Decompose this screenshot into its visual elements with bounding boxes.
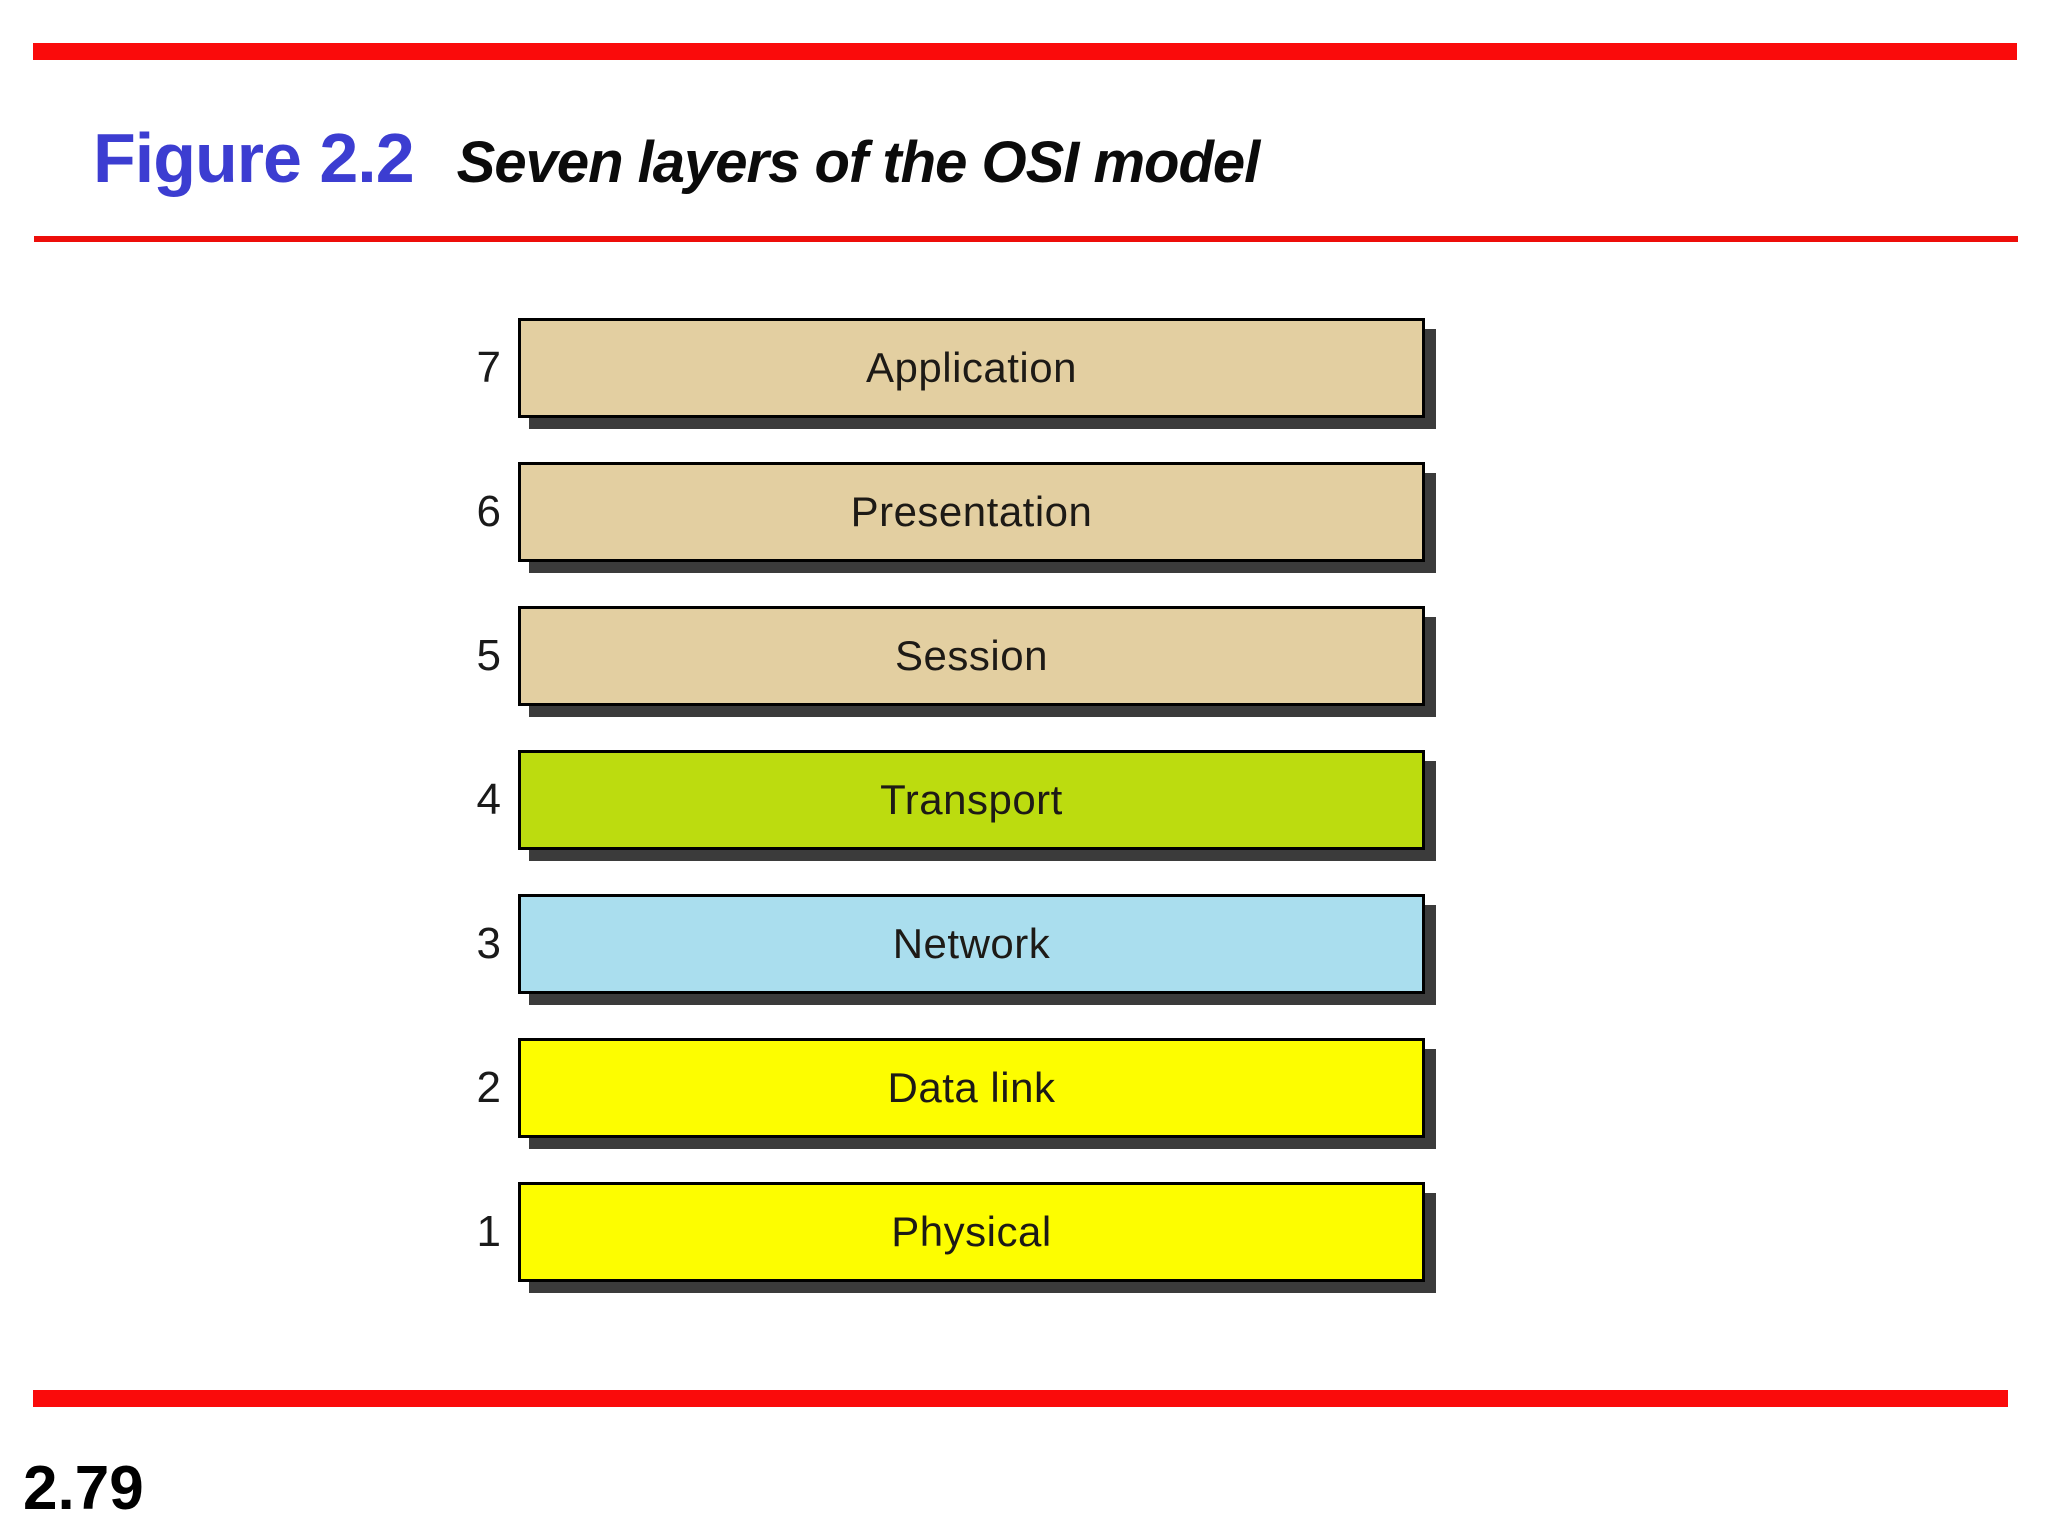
layer-box-application: Application <box>518 318 1425 418</box>
slide-header: Figure 2.2 Seven layers of the OSI model <box>93 118 1261 198</box>
title-divider-line <box>34 236 2018 242</box>
layer-label: Transport <box>880 776 1063 823</box>
layer-row-transport: 4 Transport <box>0 750 2048 850</box>
layer-row-network: 3 Network <box>0 894 2048 994</box>
layer-number: 1 <box>476 1207 501 1256</box>
layer-box-network: Network <box>518 894 1425 994</box>
layer-box-transport: Transport <box>518 750 1425 850</box>
layer-row-data-link: 2 Data link <box>0 1038 2048 1138</box>
layer-row-physical: 1 Physical <box>0 1182 2048 1282</box>
layer-label: Session <box>895 632 1048 679</box>
layer-number: 4 <box>476 775 501 824</box>
layer-box-data-link: Data link <box>518 1038 1425 1138</box>
top-accent-bar <box>33 43 2017 60</box>
layer-row-session: 5 Session <box>0 606 2048 706</box>
layer-row-application: 7 Application <box>0 318 2048 418</box>
layer-label: Physical <box>891 1208 1052 1255</box>
layer-row-presentation: 6 Presentation <box>0 462 2048 562</box>
layer-number: 3 <box>476 919 501 968</box>
figure-title: Seven layers of the OSI model <box>456 130 1261 195</box>
slide-page-number: 2.79 <box>23 1454 144 1523</box>
layer-box-physical: Physical <box>518 1182 1425 1282</box>
layer-number: 6 <box>476 487 501 536</box>
layer-label: Network <box>892 920 1051 967</box>
layer-box-session: Session <box>518 606 1425 706</box>
figure-number-label: Figure 2.2 <box>93 119 415 197</box>
layer-label: Presentation <box>850 488 1093 535</box>
layer-label: Application <box>866 344 1077 391</box>
osi-layers-diagram: 7 Application 6 Presentation 5 Session 4… <box>0 318 2048 1282</box>
layer-number: 2 <box>476 1063 501 1112</box>
bottom-accent-bar <box>33 1390 2008 1407</box>
layer-box-presentation: Presentation <box>518 462 1425 562</box>
layer-number: 7 <box>476 343 501 392</box>
layer-label: Data link <box>887 1064 1056 1111</box>
layer-number: 5 <box>476 631 501 680</box>
